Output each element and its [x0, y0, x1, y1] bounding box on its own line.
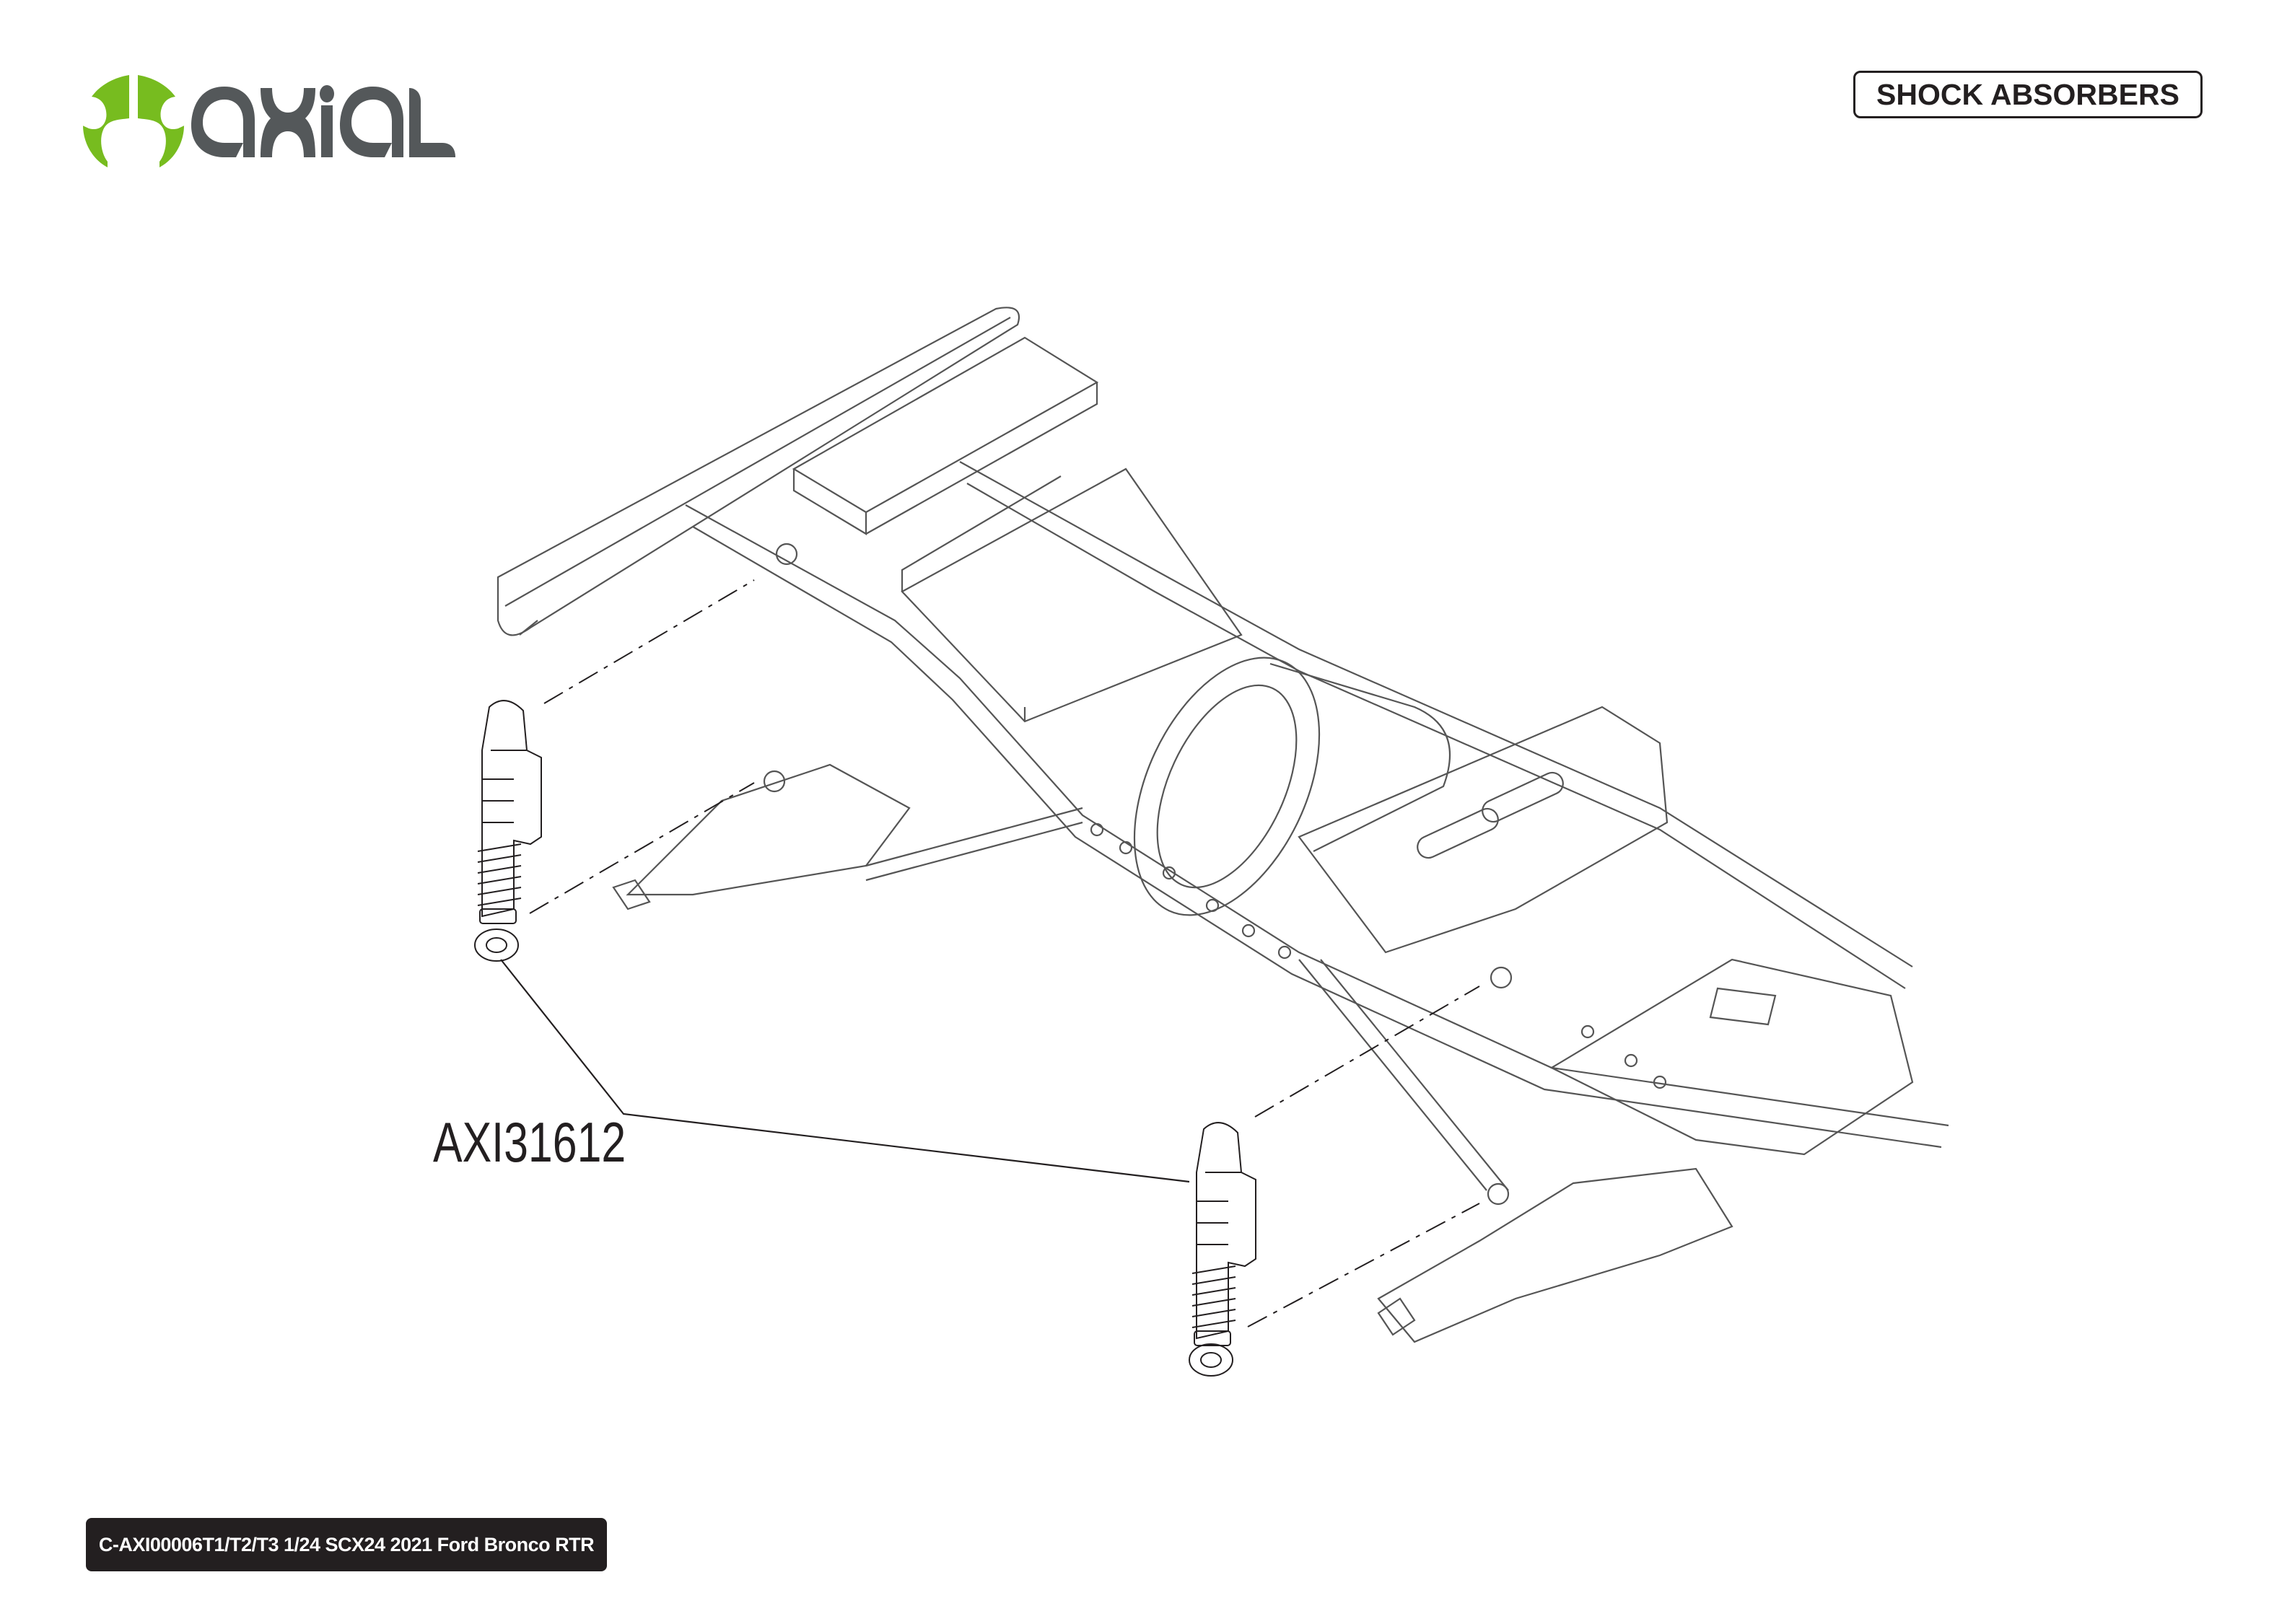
shock-spring [477, 843, 522, 906]
section-title: SHOCK ABSORBERS [1853, 71, 2203, 118]
front-axle [626, 763, 911, 896]
front-plate [792, 336, 1099, 535]
front-bumper [497, 307, 1020, 636]
chassis-drawing [497, 307, 1949, 1343]
shock-absorber-front [474, 700, 542, 962]
transmission [1133, 657, 1321, 916]
frame-rail-left [685, 504, 1949, 1127]
rear-skid-plate [1298, 706, 1669, 954]
ball-stud [775, 543, 798, 566]
ball-stud [763, 770, 786, 793]
axial-logo [83, 75, 455, 167]
motor [1269, 662, 1451, 852]
battery-tray [901, 468, 1243, 723]
frame-holes [1090, 822, 1667, 1089]
rear-chassis [1549, 958, 1914, 1156]
ball-stud [1487, 1182, 1510, 1206]
rear-axle [1377, 1167, 1733, 1343]
axial-wordmark [191, 85, 455, 157]
alignment-lines [529, 579, 1480, 1327]
shock-absorber-rear [1189, 1122, 1256, 1377]
part-number-callout: AXI31612 [433, 1110, 626, 1174]
shock-spring [1191, 1265, 1236, 1328]
frame-rail-right [959, 461, 1913, 967]
suspension-link [865, 807, 1509, 1191]
callout-leader-line [500, 959, 1190, 1183]
model-footer: C-AXI00006T1/T2/T3 1/24 SCX24 2021 Ford … [86, 1518, 607, 1571]
axial-emblem-icon [83, 75, 185, 167]
ball-stud [1490, 966, 1513, 989]
